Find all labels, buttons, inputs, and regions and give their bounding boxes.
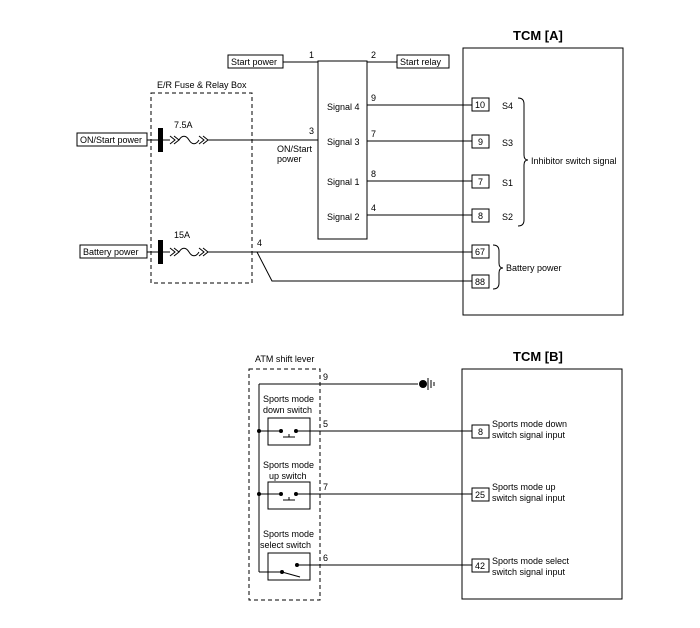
sports-select-switch [267, 552, 311, 581]
signal-4-pin: 9 [371, 93, 376, 103]
signal-4-label: Signal 4 [327, 102, 360, 112]
tcm-a-battery-pin-box [471, 274, 490, 289]
inhibitor-brace [517, 97, 529, 227]
sports-down-pin: 5 [323, 419, 328, 429]
tcm-a-pin: 8 [478, 211, 483, 221]
tcm-b-signal-label-1: Sports mode down [492, 419, 567, 429]
junction-dot [257, 492, 261, 496]
tcm-b-pin: 42 [475, 561, 485, 571]
tcm-a-battery-pin-box [471, 244, 490, 259]
sports-select-switch-label-1: Sports mode [263, 529, 314, 539]
tcm-a-title: TCM [A] [513, 28, 563, 43]
switch-contact-icon [295, 563, 299, 567]
tcm-a-battery-pin: 88 [475, 277, 485, 287]
tcm-b-title: TCM [B] [513, 349, 563, 364]
sports-select-switch-label-2: select switch [260, 540, 311, 550]
switch-contact-icon [279, 492, 283, 496]
junction-dot [257, 429, 261, 433]
sports-up-switch-label-2: up switch [269, 471, 307, 481]
tcm-b-pin: 25 [475, 490, 485, 500]
fuse-1-busbar [158, 128, 163, 152]
fuse-relay-box [150, 92, 253, 284]
tcm-a-signal-name: S4 [502, 101, 513, 111]
pushbutton-icon [283, 497, 295, 501]
battery-power-label: Battery power [83, 247, 139, 257]
switch-contact-icon [294, 492, 298, 496]
ground-symbol-icon [427, 378, 435, 390]
tcm-b-pin-box [471, 558, 490, 573]
inhibitor-switch-signal-label: Inhibitor switch signal [531, 156, 617, 166]
tcm-b-pin-box [471, 424, 490, 439]
tcm-a-battery-pin: 67 [475, 247, 485, 257]
fuse-2-rating: 15A [174, 230, 190, 240]
tcm-b-pin: 8 [478, 427, 483, 437]
signal-2-label: Signal 2 [327, 212, 360, 222]
tcm-b-signal-label-2: switch signal input [492, 493, 566, 503]
sports-down-switch-label-1: Sports mode [263, 394, 314, 404]
tcm-b-signal-label-1: Sports mode select [492, 556, 570, 566]
sports-down-switch-label-2: down switch [263, 405, 312, 415]
on-start-power-label: ON/Start power [80, 135, 142, 145]
ground-pin: 9 [323, 372, 328, 382]
start-power-pin: 1 [309, 50, 314, 60]
signal-1-pin: 8 [371, 169, 376, 179]
start-relay-label: Start relay [400, 57, 442, 67]
tcm-b-signal-label-1: Sports mode up [492, 482, 556, 492]
tcm-b-pin-box [471, 487, 490, 502]
tcm-a-pin-box [471, 134, 490, 149]
sports-select-pin: 6 [323, 553, 328, 563]
ground-icon [419, 380, 427, 388]
battery-power-group-label: Battery power [506, 263, 562, 273]
tcm-a-signal-name: S2 [502, 212, 513, 222]
tcm-a-pin-box [471, 174, 490, 189]
battery-wire-88 [256, 251, 472, 282]
fuse-1-symbol [163, 135, 318, 145]
tcm-a-pin: 9 [478, 137, 483, 147]
on-start-wire-label-2: power [277, 154, 302, 164]
switch-contact-icon [279, 429, 283, 433]
tcm-b-signal-label-2: switch signal input [492, 567, 566, 577]
tcm-a-pin: 10 [475, 100, 485, 110]
fuse-2-symbol [163, 247, 257, 257]
sports-up-switch-label-1: Sports mode [263, 460, 314, 470]
signal-3-pin: 7 [371, 129, 376, 139]
battery-brace [492, 244, 504, 290]
tcm-a-signal-name: S1 [502, 178, 513, 188]
tcm-a-pin-box [471, 208, 490, 223]
toggle-lever-icon [281, 571, 301, 578]
start-power-label: Start power [231, 57, 277, 67]
on-start-wire-label-1: ON/Start [277, 144, 313, 154]
tcm-b-signal-label-2: switch signal input [492, 430, 566, 440]
signal-1-label: Signal 1 [327, 177, 360, 187]
battery-pin: 4 [257, 238, 262, 248]
sports-up-switch [267, 481, 311, 510]
pushbutton-icon [283, 434, 295, 438]
switch-contact-icon [294, 429, 298, 433]
on-start-pin: 3 [309, 126, 314, 136]
tcm-a-pin-box [471, 97, 490, 112]
start-relay-pin: 2 [371, 50, 376, 60]
signal-2-pin: 4 [371, 203, 376, 213]
tcm-a-pin: 7 [478, 177, 483, 187]
signal-3-label: Signal 3 [327, 137, 360, 147]
fuse-1-rating: 7.5A [174, 120, 193, 130]
atm-shift-lever-label: ATM shift lever [255, 354, 314, 364]
inhibitor-switch-box [317, 60, 368, 240]
sports-up-pin: 7 [323, 482, 328, 492]
tcm-a-signal-name: S3 [502, 138, 513, 148]
fuse-2-busbar [158, 240, 163, 264]
atm-shift-lever-box [248, 368, 321, 601]
tcm-a-box [462, 47, 624, 316]
fuse-relay-box-label: E/R Fuse & Relay Box [157, 80, 247, 90]
